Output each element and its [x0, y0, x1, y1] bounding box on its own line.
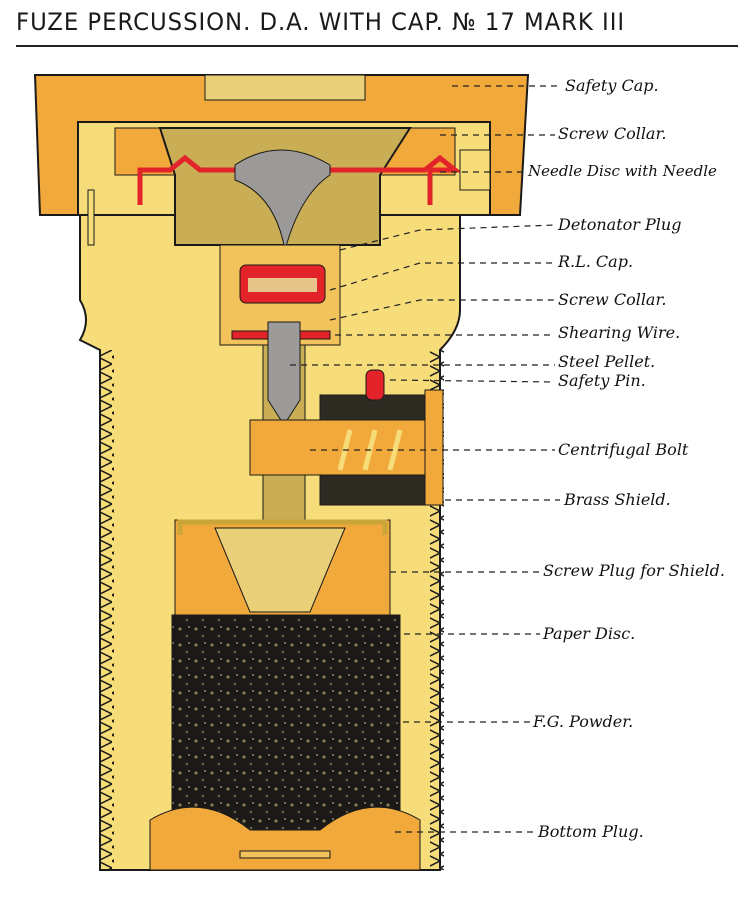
cap-top-recess	[204, 74, 366, 101]
brass-shield	[424, 389, 444, 506]
label-brass-shield: Brass Shield.	[564, 490, 671, 509]
label-paper-disc: Paper Disc.	[543, 624, 636, 643]
label-steel-pellet: Steel Pellet.	[558, 352, 656, 371]
title-rule	[16, 45, 738, 47]
needle	[234, 149, 331, 251]
label-rl-cap: R.L. Cap.	[558, 252, 634, 271]
label-centrifugal-bolt: Centrifugal Bolt	[558, 440, 689, 459]
safety-pin	[365, 369, 385, 401]
body-thread-left	[100, 350, 114, 870]
label-safety-cap: Safety Cap.	[565, 76, 659, 95]
label-screw-collar: Screw Collar.	[558, 290, 667, 309]
leader-lines	[290, 85, 562, 833]
label-needle-disc: Needle Disc with Needle	[528, 162, 717, 180]
side-screw	[459, 149, 491, 191]
label-fg-powder: F.G. Powder.	[533, 712, 634, 731]
rl-cap-filling	[248, 278, 317, 292]
bottom-plug-disc	[239, 850, 331, 859]
shield-cap	[177, 519, 388, 535]
steel-pellet	[267, 321, 301, 426]
shield-cone	[214, 527, 346, 613]
label-safety-pin: Safety Pin.	[558, 371, 646, 390]
label-screw-plug-shield: Screw Plug for Shield.	[543, 561, 725, 580]
side-pin	[87, 189, 95, 246]
fg-powder	[171, 614, 401, 846]
centrifugal-bolt	[249, 419, 426, 476]
label-shearing-wire: Shearing Wire.	[558, 323, 681, 342]
label-detonator-plug: Detonator Plug	[558, 215, 682, 234]
label-bottom-plug: Bottom Plug.	[538, 822, 644, 841]
diagram-title: FUZE PERCUSSION. D.A. WITH CAP. № 17 MAR…	[16, 8, 626, 36]
bottom-plug	[149, 806, 421, 871]
label-screw-collar-top: Screw Collar.	[558, 124, 667, 143]
